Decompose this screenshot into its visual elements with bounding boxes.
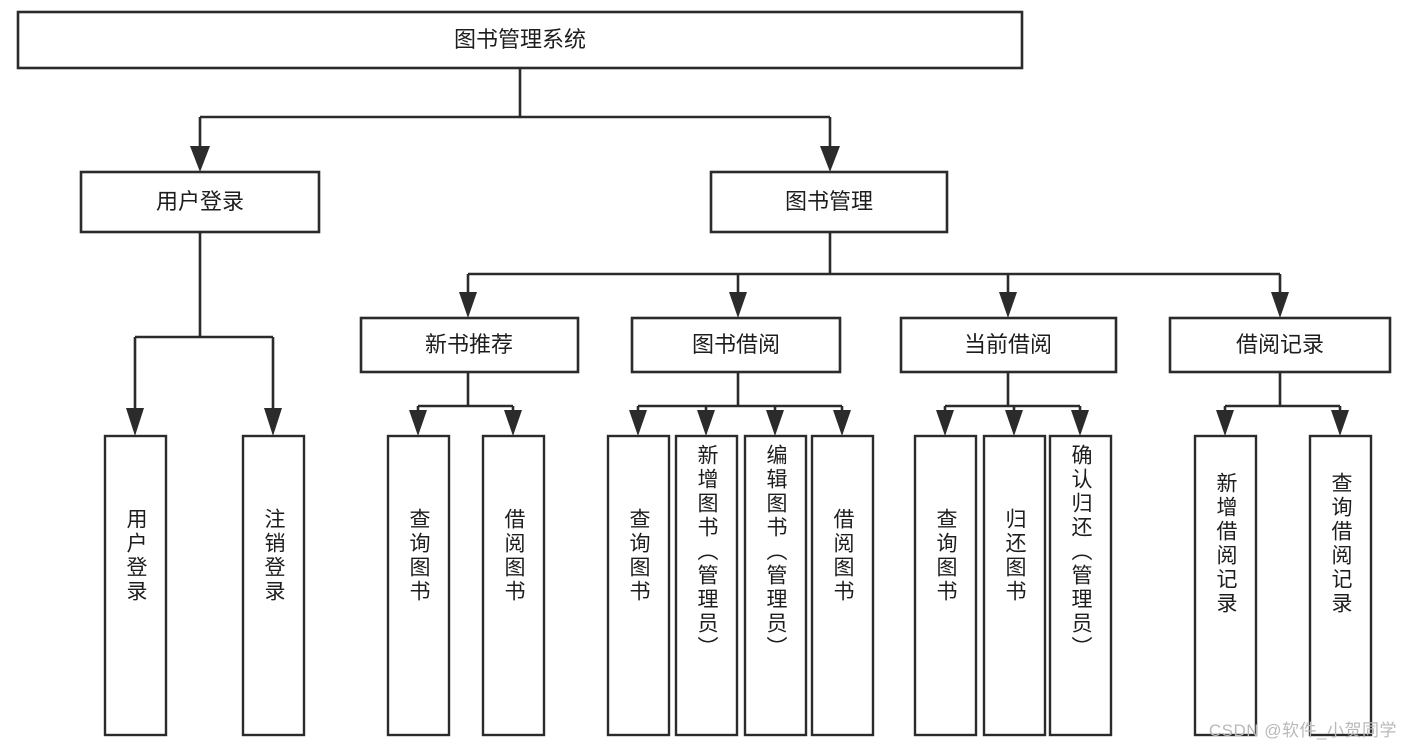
node-leaf-current-return-book-box[interactable] (982, 434, 1047, 737)
arrow-to-leaf-record-query (1331, 410, 1349, 436)
node-root-box (16, 10, 1024, 70)
arrow-to-leaf-borrow-edit-book (766, 410, 784, 436)
node-new-book-rec-box (359, 316, 580, 374)
connector-user-login-to-leaves (133, 232, 275, 412)
node-book-borrow-label: 图书借阅 (692, 332, 780, 357)
node-leaf-user-login-box[interactable] (103, 434, 168, 737)
arrow-to-leaf-borrow-borrow-book (833, 410, 851, 436)
node-current-borrow-box (899, 316, 1118, 374)
arrow-to-leaf-current-confirm-return (1071, 410, 1089, 436)
node-leaf-rec-borrow-book-box[interactable] (481, 434, 546, 737)
node-user-login[interactable]: 用户登录 (79, 170, 321, 234)
node-root-label: 图书管理系统 (454, 27, 586, 52)
node-leaf-borrow-edit-book-box[interactable] (743, 434, 808, 737)
arrow-to-borrow-record (1271, 292, 1289, 318)
node-leaf-borrow-add-book-box[interactable] (674, 434, 739, 737)
node-borrow-record-label: 借阅记录 (1236, 332, 1324, 357)
arrow-to-leaf-borrow-add-book (697, 410, 715, 436)
arrow-to-leaf-user-logout (264, 408, 282, 436)
node-current-borrow-label: 当前借阅 (964, 332, 1052, 357)
arrow-to-user-login (190, 146, 210, 172)
node-book-manage-box (709, 170, 949, 234)
connector-book-borrow-to-leaves (636, 372, 844, 414)
arrow-to-current-borrow (999, 292, 1017, 318)
node-borrow-record[interactable]: 借阅记录 (1168, 316, 1392, 374)
node-leaf-rec-query-book-box[interactable] (386, 434, 451, 737)
connector-borrow-record-to-leaves (1223, 372, 1342, 414)
node-user-login-box (79, 170, 321, 234)
node-leaf-record-query-box[interactable] (1308, 434, 1373, 737)
arrow-to-leaf-record-add (1216, 410, 1234, 436)
connector-new-book-rec-to-leaves (416, 372, 515, 414)
arrow-to-book-borrow (729, 292, 747, 318)
node-leaf-current-query-book-box[interactable] (913, 434, 978, 737)
node-leaf-user-logout-box[interactable] (241, 434, 306, 737)
node-book-manage-label: 图书管理 (785, 189, 873, 214)
node-leaf-borrow-query-book-box[interactable] (606, 434, 671, 737)
node-new-book-rec-label: 新书推荐 (425, 332, 513, 357)
node-leaf-record-add-box[interactable] (1193, 434, 1258, 737)
arrow-to-leaf-current-query-book (936, 410, 954, 436)
node-user-login-label: 用户登录 (156, 189, 244, 214)
connector-current-borrow-to-leaves (943, 372, 1082, 414)
node-borrow-record-box (1168, 316, 1392, 374)
node-book-borrow[interactable]: 图书借阅 (630, 316, 842, 374)
arrow-to-leaf-rec-borrow-book (504, 410, 522, 436)
node-root[interactable]: 图书管理系统 (16, 10, 1024, 70)
arrow-to-leaf-borrow-query-book (629, 410, 647, 436)
arrow-to-new-book-rec (459, 292, 477, 318)
node-current-borrow[interactable]: 当前借阅 (899, 316, 1118, 374)
connector-root-to-level2 (198, 68, 832, 152)
node-new-book-rec[interactable]: 新书推荐 (359, 316, 580, 374)
arrow-to-leaf-current-return-book (1005, 410, 1023, 436)
arrow-to-leaf-user-login (126, 408, 144, 436)
arrow-to-book-manage (820, 146, 840, 172)
node-leaf-current-confirm-return-box[interactable] (1048, 434, 1113, 737)
node-book-manage[interactable]: 图书管理 (709, 170, 949, 234)
node-book-borrow-box (630, 316, 842, 374)
connector-book-manage-to-level3 (466, 232, 1282, 296)
arrow-to-leaf-rec-query-book (409, 410, 427, 436)
node-leaf-borrow-borrow-book-box[interactable] (810, 434, 875, 737)
